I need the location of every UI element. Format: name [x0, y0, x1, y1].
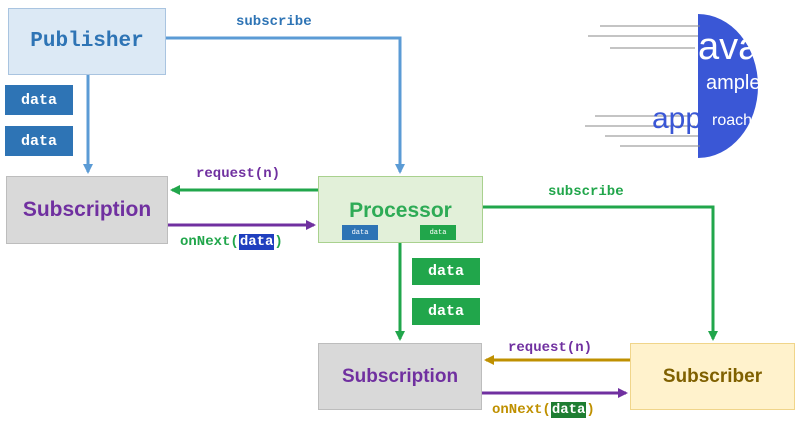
logo-text-ava: ava [698, 26, 760, 68]
onnext-bottom-suffix: ) [586, 402, 595, 418]
processor-mini-data-in: data [342, 225, 378, 240]
onnext-bottom-data: data [550, 402, 587, 418]
onnext-bottom-label: onNext(data) [492, 402, 595, 418]
logo-text-app: app [652, 102, 703, 135]
subscriber-node: Subscriber [630, 343, 795, 410]
processor-data-chip-2: data [412, 298, 480, 325]
processor-data-chip-1: data [412, 258, 480, 285]
publisher-node: Publisher [8, 8, 166, 75]
logo-text-roach: roach [712, 112, 753, 129]
processor-mini-data-out: data [420, 225, 456, 240]
onnext-bottom-prefix: onNext( [492, 402, 551, 418]
publisher-data-chip-2: data [5, 126, 73, 156]
subscribe-right-arrow [483, 205, 718, 341]
logo-text-ample: ample [706, 72, 761, 94]
subscription-bottom-node: Subscription [318, 343, 482, 410]
request-top-label: request(n) [196, 166, 281, 182]
subscribe-top-label: subscribe [236, 14, 312, 30]
onnext-top-label: onNext(data) [180, 234, 283, 250]
processor-label: Processor [349, 199, 452, 222]
onnext-top-prefix: onNext( [180, 234, 239, 250]
onnext-top-suffix: ) [274, 234, 283, 250]
ava-logo: ava ample app roach [580, 8, 780, 158]
subscribe-top-arrow [166, 36, 405, 174]
subscription-top-node: Subscription [6, 176, 168, 244]
publisher-data-chip-1: data [5, 85, 73, 115]
subscribe-right-label: subscribe [548, 184, 624, 200]
request-bottom-label: request(n) [508, 340, 593, 356]
onnext-top-data: data [238, 234, 275, 250]
